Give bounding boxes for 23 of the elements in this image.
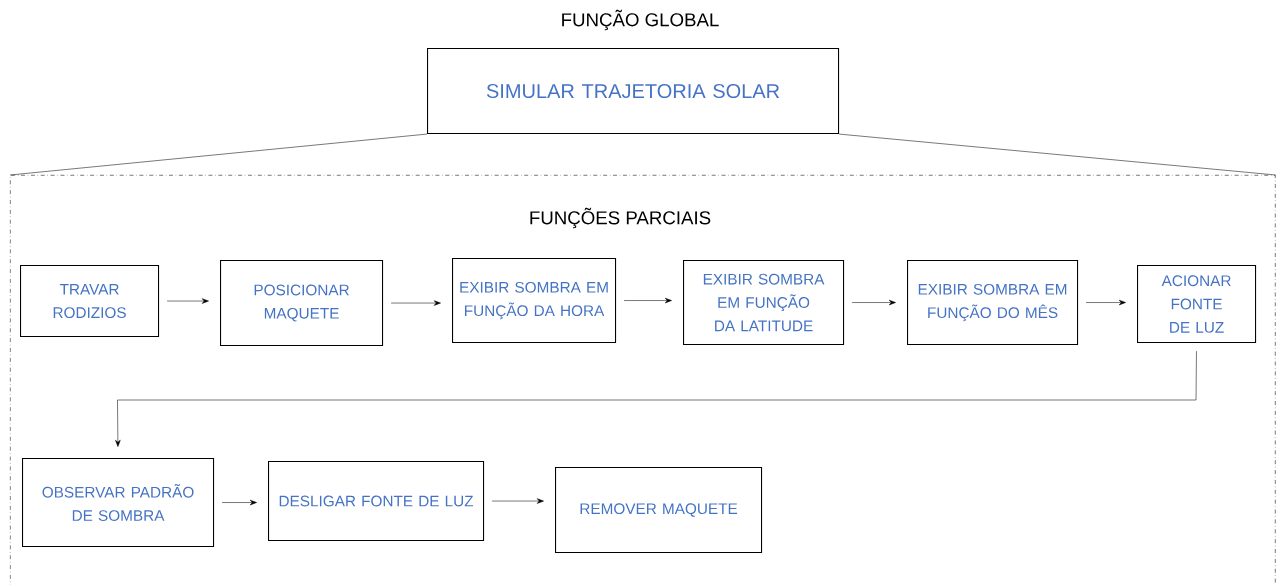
arrow (851, 299, 896, 306)
process-box: EXIBIR SOMBRA EM FUNÇÃO DA HORA (452, 258, 617, 344)
process-box: SIMULAR TRAJETORIA SOLAR (427, 48, 840, 135)
arrow (221, 499, 257, 506)
process-box: ACIONAR FONTE DE LUZ (1137, 265, 1257, 344)
process-box: DESLIGAR FONTE DE LUZ (268, 461, 485, 542)
process-box: OBSERVAR PADRÃO DE SOMBRA (22, 458, 215, 548)
arrow (491, 498, 544, 504)
process-box: POSICIONAR MAQUETE (220, 260, 384, 347)
connector-line (9, 133, 428, 176)
heading: FUNÇÕES PARCIAIS (530, 207, 711, 229)
process-box: EXIBIR SOMBRA EM FUNÇÃO DA LATITUDE (683, 260, 845, 346)
arrow (623, 297, 672, 304)
connector-line (838, 133, 1276, 176)
frame (10, 175, 1276, 585)
arrow (166, 298, 209, 304)
process-box: REMOVER MAQUETE (555, 467, 763, 554)
title: FUNÇÃO GLOBAL (562, 9, 719, 31)
arrow (115, 350, 1197, 447)
arrow (390, 300, 441, 306)
process-box: TRAVAR RODIZIOS (20, 265, 160, 338)
process-box: EXIBIR SOMBRA EM FUNÇÃO DO MÊS (907, 260, 1079, 346)
arrow (1085, 299, 1126, 306)
